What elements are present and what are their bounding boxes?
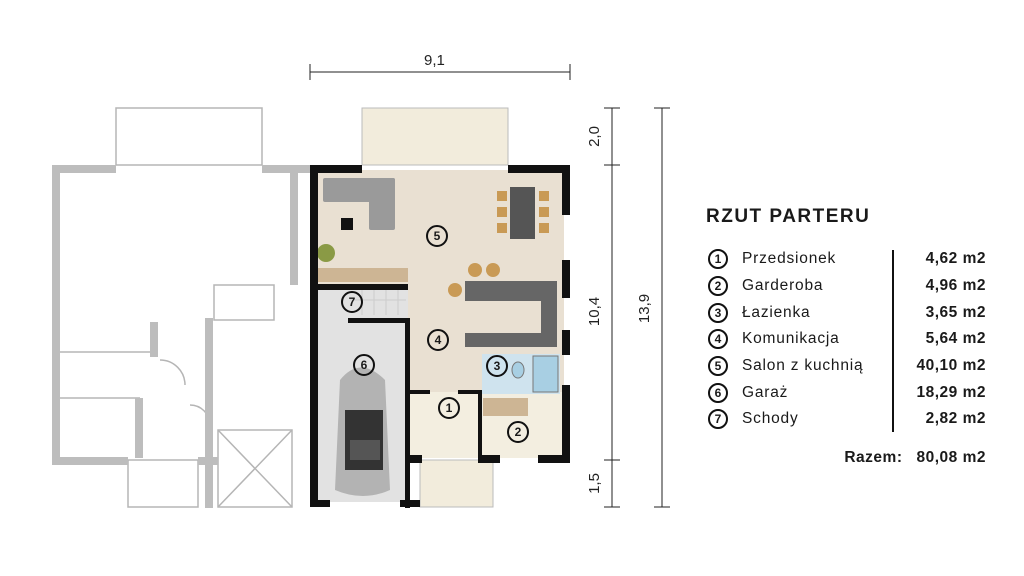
room-number: 1 bbox=[708, 249, 728, 270]
room-number: 3 bbox=[708, 302, 728, 323]
legend-total: Razem: 80,08 m2 bbox=[706, 449, 986, 467]
room-area: 2,82 m2 bbox=[925, 410, 986, 428]
legend-row: 2 Garderoba 4,96 m2 bbox=[706, 273, 986, 300]
room-name: Salon z kuchnią bbox=[742, 357, 864, 375]
dim-terrace-top: 2,0 bbox=[585, 126, 603, 147]
room-label-7: 7 bbox=[341, 291, 363, 313]
room-label-2: 2 bbox=[507, 421, 529, 443]
room-name: Garderoba bbox=[742, 277, 824, 295]
room-name: Komunikacja bbox=[742, 330, 840, 348]
dim-terrace-bottom: 1,5 bbox=[585, 473, 603, 494]
room-number: 4 bbox=[708, 329, 728, 350]
wardrobe bbox=[483, 398, 528, 416]
room-label-3: 3 bbox=[486, 355, 508, 377]
room-name: Garaż bbox=[742, 383, 789, 401]
legend-title: RZUT PARTERU bbox=[706, 206, 871, 227]
room-label-1: 1 bbox=[438, 397, 460, 419]
room-label-4: 4 bbox=[427, 329, 449, 351]
walls bbox=[310, 165, 570, 508]
dim-house-depth: 10,4 bbox=[586, 296, 604, 327]
legend-row: 4 Komunikacja 5,64 m2 bbox=[706, 326, 986, 353]
legend-divider bbox=[892, 250, 894, 432]
room-name: Przedsionek bbox=[742, 250, 837, 268]
room-area: 40,10 m2 bbox=[916, 357, 986, 375]
legend-row: 5 Salon z kuchnią 40,10 m2 bbox=[706, 353, 986, 380]
room-number: 7 bbox=[708, 409, 728, 430]
dim-width: 9,1 bbox=[424, 52, 445, 69]
room-area: 4,62 m2 bbox=[925, 250, 986, 268]
room-number: 5 bbox=[708, 356, 728, 377]
room-area: 4,96 m2 bbox=[925, 277, 986, 295]
plant bbox=[317, 244, 335, 262]
room-name: Łazienka bbox=[742, 303, 811, 321]
bar-stools bbox=[448, 263, 500, 297]
legend-row: 1 Przedsionek 4,62 m2 bbox=[706, 246, 986, 273]
tv-cabinet bbox=[316, 268, 408, 282]
room-area: 5,64 m2 bbox=[925, 330, 986, 348]
room-legend: RZUT PARTERU 1 Przedsionek 4,62 m2 2 Garder… bbox=[706, 206, 986, 467]
dim-total-depth: 13,9 bbox=[636, 293, 654, 324]
room-label-6: 6 bbox=[353, 354, 375, 376]
legend-row: 7 Schody 2,82 m2 bbox=[706, 406, 986, 433]
total-value: 80,08 m2 bbox=[916, 448, 986, 466]
kitchen-counter bbox=[465, 281, 557, 347]
legend-row: 3 Łazienka 3,65 m2 bbox=[706, 299, 986, 326]
car bbox=[335, 367, 390, 496]
room-area: 18,29 m2 bbox=[916, 383, 986, 401]
room-area: 3,65 m2 bbox=[925, 303, 986, 321]
coffee-table bbox=[341, 218, 353, 230]
legend-row: 6 Garaż 18,29 m2 bbox=[706, 379, 986, 406]
toilet bbox=[511, 361, 525, 379]
terrace-top bbox=[361, 107, 509, 166]
room-label-5: 5 bbox=[426, 225, 448, 247]
dimension-lines bbox=[309, 64, 670, 508]
bathtub bbox=[532, 355, 559, 393]
room-number: 6 bbox=[708, 382, 728, 403]
room-number: 2 bbox=[708, 276, 728, 297]
dining-table bbox=[510, 187, 535, 239]
terrace-bottom bbox=[419, 459, 494, 508]
dining-chairs bbox=[497, 191, 549, 233]
sofa bbox=[323, 178, 395, 230]
total-label: Razem: bbox=[844, 448, 903, 466]
neighbor-house-walls bbox=[52, 165, 310, 508]
room-name: Schody bbox=[742, 410, 799, 428]
